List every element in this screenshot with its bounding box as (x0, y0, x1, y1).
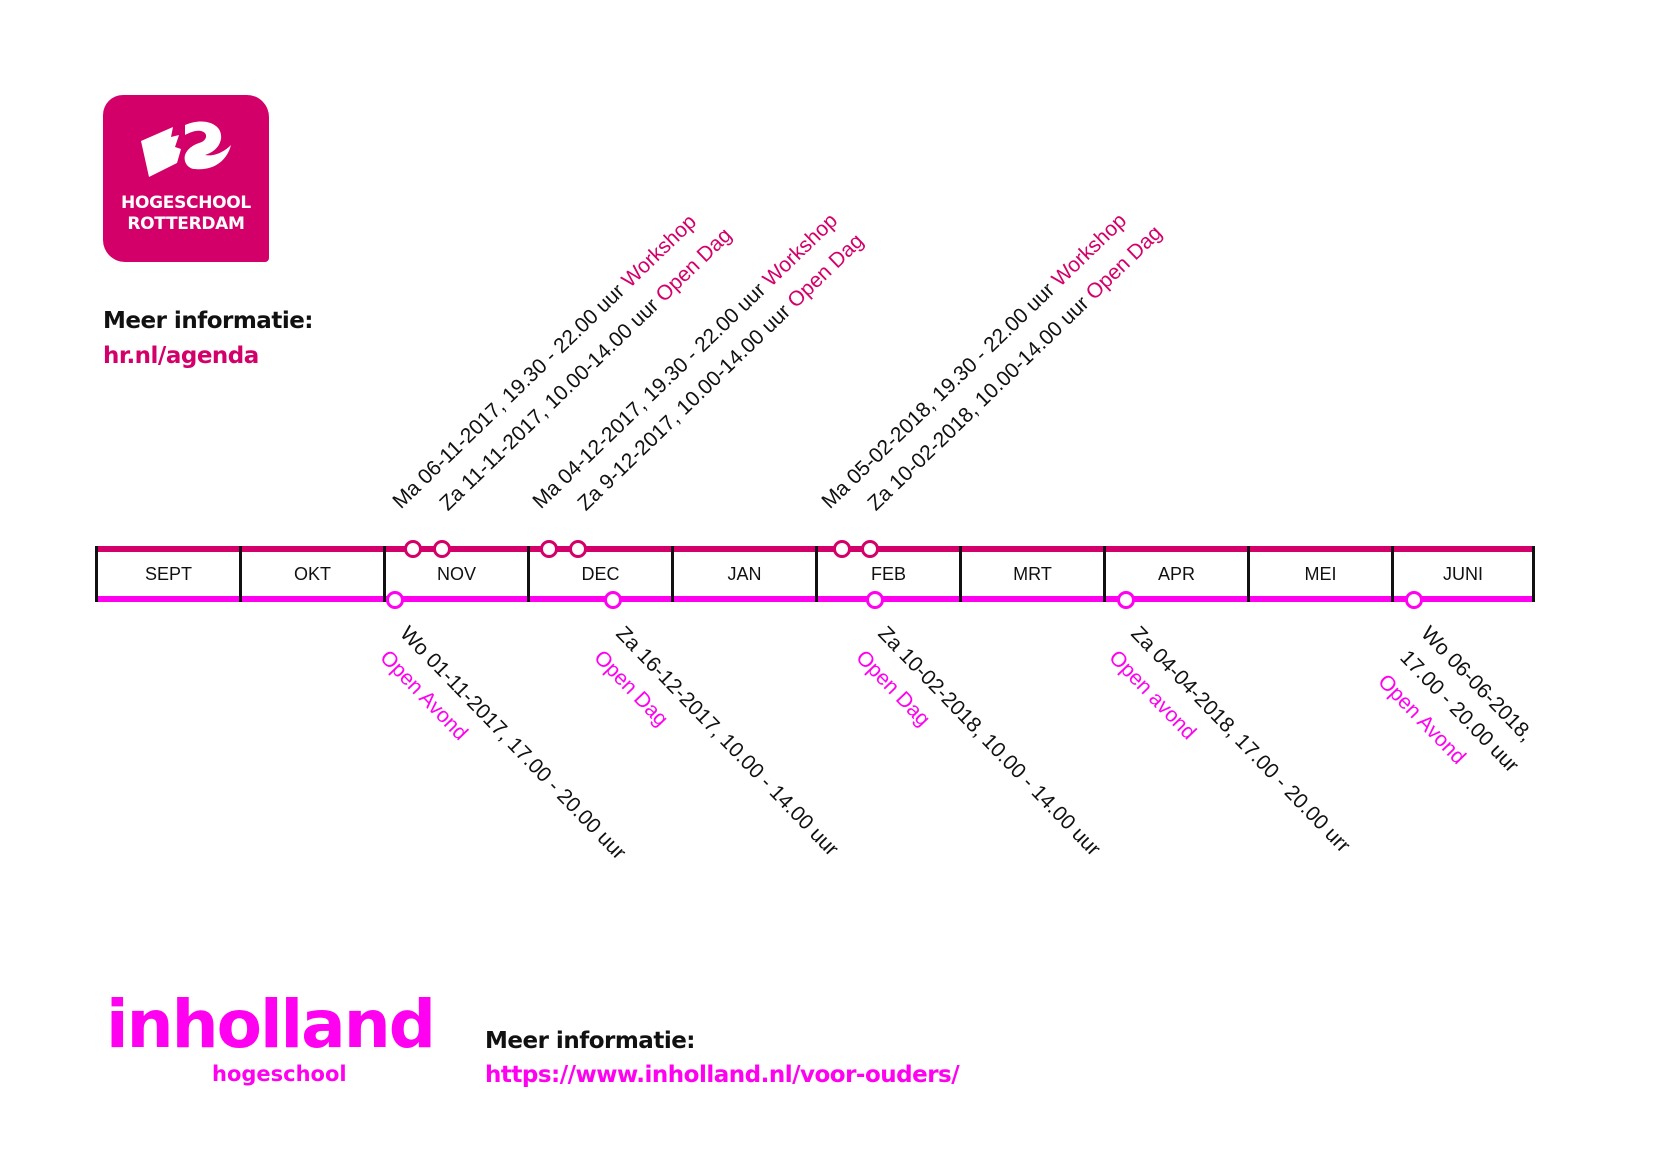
month-dec: DEC (527, 546, 671, 602)
month-mei: MEI (1247, 546, 1391, 602)
month-apr: APR (1103, 546, 1247, 602)
event-marker (833, 540, 851, 558)
event-date: Ma 05-02-2018, 19.30 - 22.00 uur (817, 274, 1064, 514)
timeline: SEPT OKT NOV DEC JAN FEB MRT APR MEI JUN… (95, 540, 1535, 609)
event-marker (386, 591, 404, 609)
inholland-event-date: Za 10-02-2018, 10.00 - 14.00 uur (873, 622, 1105, 861)
hr-event: Ma 06-11-2017, 19.30 - 22.00 uur Worksho… (388, 210, 701, 514)
event-marker (433, 540, 451, 558)
hr-event: Za 9-12-2017, 10.00-14.00 uur Open Dag (573, 229, 868, 516)
event-marker (569, 540, 587, 558)
month-nov: NOV (383, 546, 527, 602)
hr-logo-line2: ROTTERDAM (127, 214, 245, 234)
hr-agenda-link[interactable]: hr.nl/agenda (103, 343, 259, 369)
month-okt: OKT (239, 546, 383, 602)
event-marker (404, 540, 422, 558)
inholland-info-link[interactable]: https://www.inholland.nl/voor-ouders/ (485, 1062, 960, 1088)
month-mrt: MRT (959, 546, 1103, 602)
month-feb: FEB (815, 546, 959, 602)
hr-logo-mark-icon (141, 121, 231, 177)
month-jan: JAN (671, 546, 815, 602)
month-sept: SEPT (95, 546, 239, 602)
inholland-logo-sub: hogeschool (212, 1062, 347, 1086)
hr-info-label: Meer informatie: (103, 308, 314, 334)
inholland-event-date: Za 16-12-2017, 10.00 - 14.00 uur (611, 622, 843, 861)
hr-logo-line1: HOGESCHOOL (121, 193, 251, 213)
event-marker (861, 540, 879, 558)
inholland-logo: inholland (106, 986, 436, 1063)
event-marker (1117, 591, 1135, 609)
hogeschool-rotterdam-logo: HOGESCHOOL ROTTERDAM (103, 95, 269, 262)
event-marker (604, 591, 622, 609)
hr-event: Za 10-02-2018, 10.00-14.00 uur Open Dag (863, 221, 1167, 516)
event-date: Za 9-12-2017, 10.00-14.00 uur (573, 295, 800, 516)
event-marker (866, 591, 884, 609)
event-date: Za 10-02-2018, 10.00-14.00 uur (863, 287, 1098, 516)
hr-event: Ma 05-02-2018, 19.30 - 22.00 uur Worksho… (817, 209, 1132, 514)
inholland-event-date: Za 04-04-2018, 17.00 - 20.00 urr (1126, 622, 1355, 858)
event-marker (540, 540, 558, 558)
month-juni: JUNI (1391, 546, 1535, 602)
event-marker (1405, 591, 1423, 609)
inholland-info-label: Meer informatie: (485, 1028, 696, 1054)
